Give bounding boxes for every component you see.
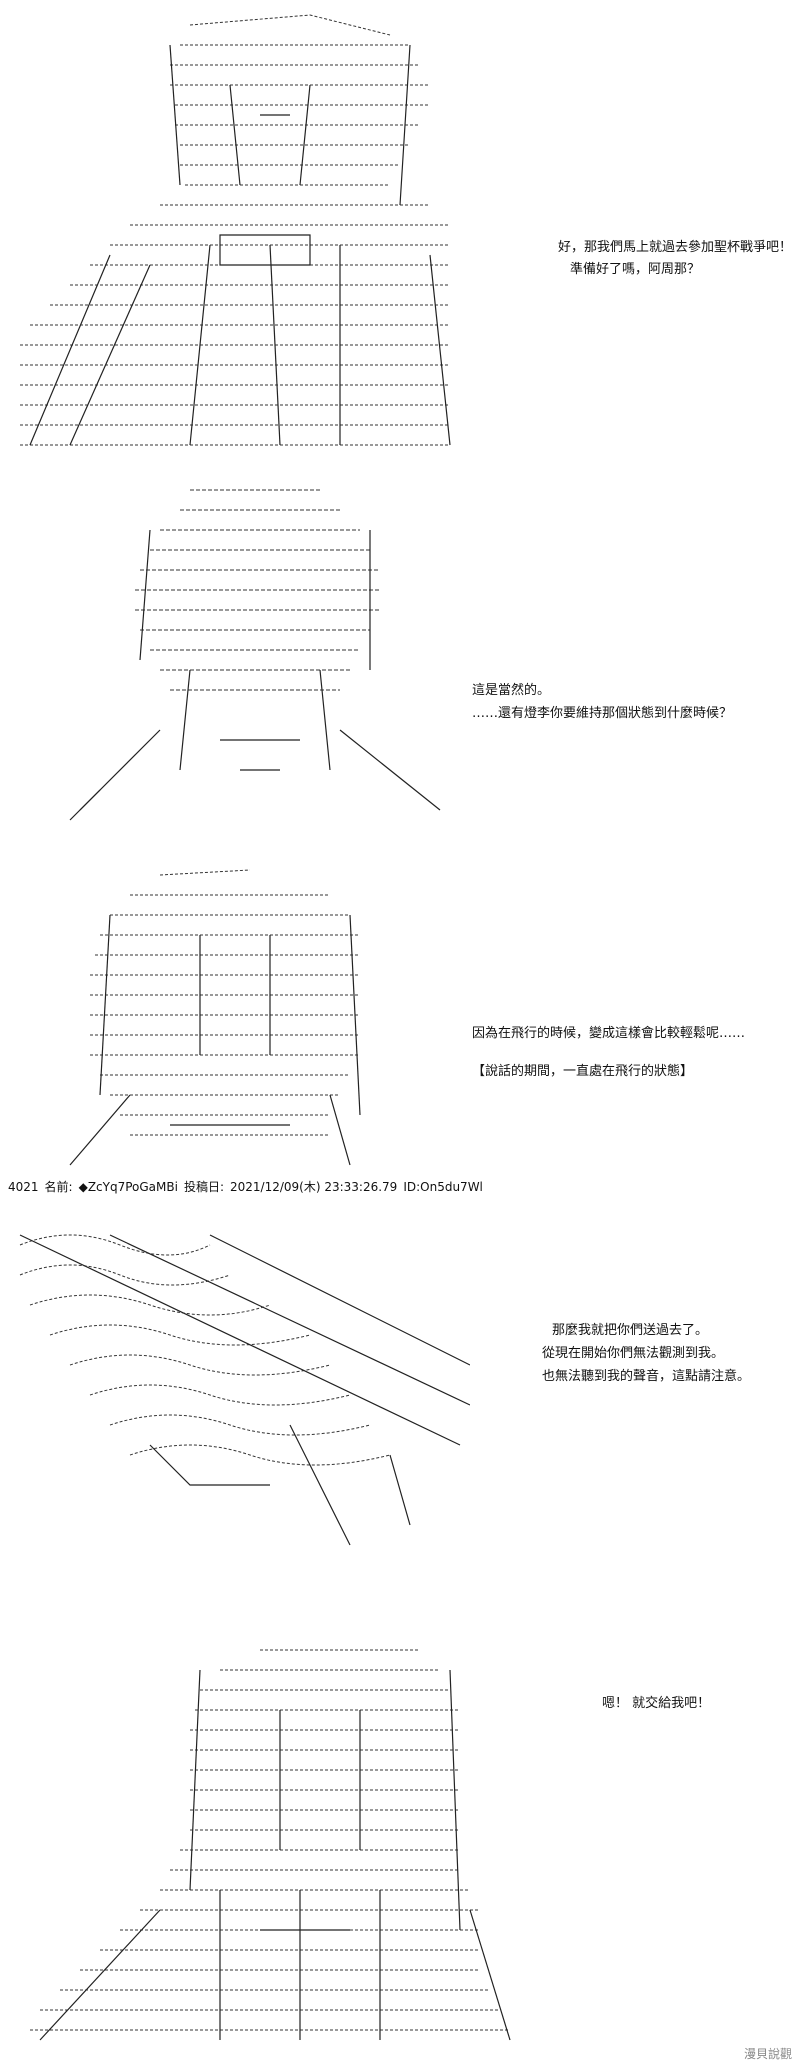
dialog-line: 因為在飛行的時候，變成這樣會比較輕鬆呢……	[472, 1026, 746, 1041]
watermark: 漫貝說觀	[743, 2047, 792, 2061]
post-number: 4021	[8, 1180, 39, 1194]
ascii-art-character-3	[30, 855, 450, 1170]
ascii-art-character-2	[40, 470, 470, 830]
post-header: 4021 名前: ◆ZcYq7PoGaMBi 投稿日: 2021/12/09(木) 23…	[8, 1178, 489, 1195]
ascii-art-character-5	[20, 1630, 520, 2050]
dialog-line: 從現在開始你們無法觀測到我。	[542, 1346, 725, 1361]
panel-2: 這是當然的。 ……還有燈李你要維持那個狀態到什麼時候？	[0, 460, 800, 850]
dialog-line: 好，那我們馬上就過去參加聖杯戰爭吧！	[558, 240, 793, 255]
dialog-line: 也無法聽到我的聲音，這點請注意。	[542, 1369, 751, 1384]
panel-3: 因為在飛行的時候，變成這樣會比較輕鬆呢…… 【說話的期間，一直處在飛行的狀態】	[0, 850, 800, 1175]
panel-1: 好，那我們馬上就過去參加聖杯戰爭吧！ 準備好了嗎，阿周那？	[0, 0, 800, 460]
ascii-art-lines	[69, 869, 361, 1166]
dialog-line: ……還有燈李你要維持那個狀態到什麼時候？	[472, 706, 733, 721]
ascii-art-lines	[30, 1649, 511, 2041]
post-date-label: 投稿日:	[183, 1180, 224, 1194]
dialog-line: 嗯！ 就交給我吧！	[602, 1696, 711, 1711]
ascii-art-character-1	[10, 5, 470, 455]
ascii-art-lines	[69, 489, 441, 821]
post-trip: ◆ZcYq7PoGaMBi	[78, 1180, 178, 1194]
dialog-line: 那麼我就把你們送過去了。	[552, 1323, 709, 1338]
dialog-line: 準備好了嗎，阿周那？	[570, 262, 701, 277]
ascii-art-lines	[20, 14, 451, 446]
post-id: ID:On5du7Wl	[403, 1180, 483, 1194]
post-date: 2021/12/09(木) 23:33:26.79	[230, 1180, 398, 1194]
ascii-art-wings	[10, 1225, 470, 1555]
post-name-label: 名前:	[44, 1180, 73, 1194]
dialog-line: 【說話的期間，一直處在飛行的狀態】	[472, 1064, 694, 1079]
dialog-line: 這是當然的。	[472, 683, 551, 698]
panel-4: 那麼我就把你們送過去了。 從現在開始你們無法觀測到我。 也無法聽到我的聲音，這點…	[0, 1195, 800, 1575]
ascii-art-lines	[19, 1234, 470, 1546]
panel-5: 嗯！ 就交給我吧！	[0, 1610, 800, 2066]
